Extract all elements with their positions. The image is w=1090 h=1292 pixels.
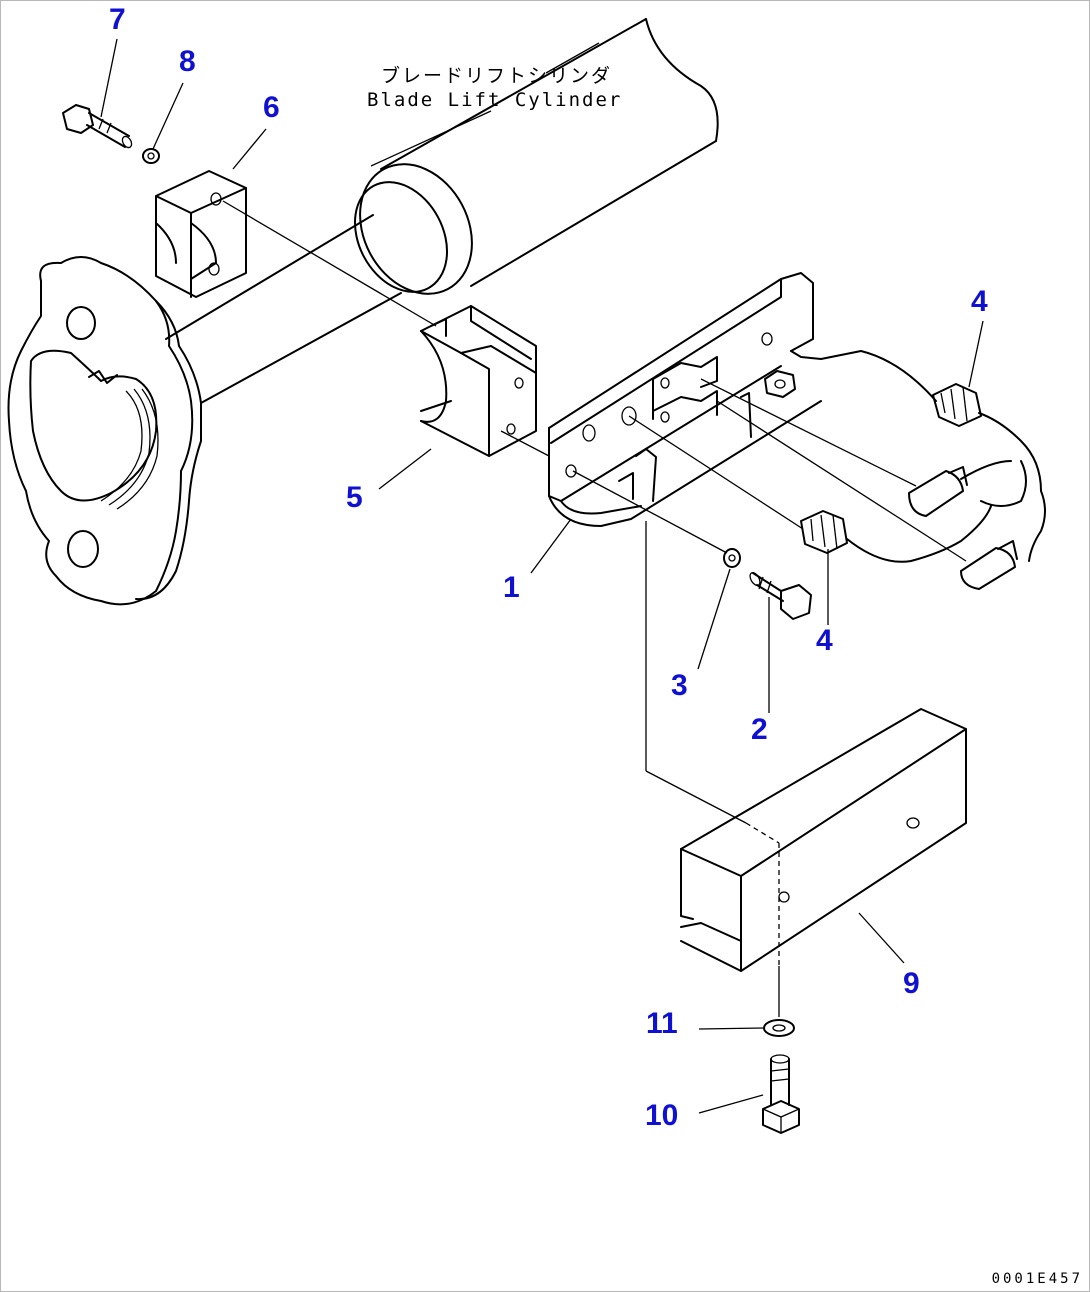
clamp-lower-part-5 xyxy=(420,305,537,457)
cable-from-bracket xyxy=(790,350,937,402)
callout-4-lower: 4 xyxy=(816,624,833,657)
caption-english: Blade Lift Cylinder xyxy=(367,89,623,111)
callout-6: 6 xyxy=(263,91,280,124)
clamp-upper-part-6 xyxy=(155,170,247,298)
leader-lines xyxy=(100,38,984,1114)
callout-9: 9 xyxy=(903,967,920,1000)
assembly-lines xyxy=(222,110,967,1017)
cover-part-9 xyxy=(680,708,967,972)
sensor-head-lower xyxy=(960,540,1018,590)
callout-1: 1 xyxy=(503,571,520,604)
washer-part-3 xyxy=(723,548,741,568)
callout-8: 8 xyxy=(179,45,196,78)
sensor-head-upper xyxy=(908,466,968,517)
cylinder-barrel xyxy=(353,18,719,295)
caption-japanese: ブレードリフトシリンダ xyxy=(381,65,613,87)
bracket-part-1 xyxy=(548,272,822,527)
rod-end-flange xyxy=(7,256,202,606)
bolt-part-10 xyxy=(762,1054,800,1134)
callout-7: 7 xyxy=(109,3,126,36)
callout-5: 5 xyxy=(346,481,363,514)
callout-4-upper: 4 xyxy=(971,285,988,318)
drawing-number: 0001E457 xyxy=(991,1271,1083,1287)
callout-11: 11 xyxy=(646,1007,678,1040)
callout-3: 3 xyxy=(671,669,688,702)
bolt-part-2 xyxy=(749,571,812,620)
washer-part-8 xyxy=(142,148,160,164)
cylinder-rod xyxy=(165,214,402,404)
callout-2: 2 xyxy=(751,713,768,746)
callout-10: 10 xyxy=(645,1099,679,1132)
bolt-part-7 xyxy=(62,104,133,149)
proximity-switch-left xyxy=(800,505,992,563)
washer-part-11 xyxy=(763,1019,795,1037)
